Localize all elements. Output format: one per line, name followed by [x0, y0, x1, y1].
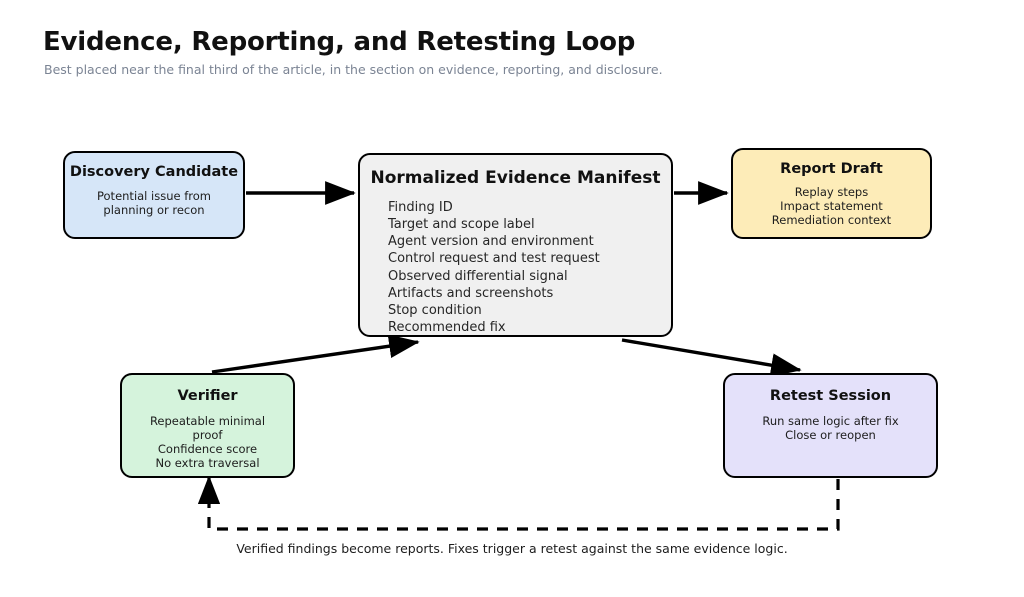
node-retest-session[interactable]: Retest Session Run same logic after fix … [723, 373, 938, 478]
node-verifier-body: Repeatable minimal proof Confidence scor… [150, 414, 265, 470]
node-retest-session-body: Run same logic after fix Close or reopen [762, 414, 898, 442]
node-line: planning or recon [103, 203, 205, 218]
node-line: Target and scope label [388, 217, 535, 233]
node-discovery-candidate-title: Discovery Candidate [69, 164, 239, 180]
diagram-caption: Verified findings become reports. Fixes … [236, 541, 788, 556]
node-line: Control request and test request [388, 251, 600, 267]
node-verifier[interactable]: Verifier Repeatable minimal proof Confid… [120, 373, 295, 478]
node-report-draft-title: Report Draft [780, 161, 883, 177]
node-report-draft-body: Replay steps Impact statement Remediatio… [772, 185, 891, 227]
node-line: Repeatable minimal [149, 414, 266, 428]
node-line: Stop condition [388, 302, 482, 318]
page-title: Evidence, Reporting, and Retesting Loop [43, 27, 636, 57]
node-line: Recommended fix [388, 320, 506, 336]
node-line: Finding ID [388, 200, 453, 215]
node-retest-session-title: Retest Session [769, 388, 892, 404]
node-report-draft[interactable]: Report Draft Replay steps Impact stateme… [731, 148, 932, 239]
node-line: Potential issue from [97, 189, 211, 203]
node-discovery-candidate[interactable]: Discovery Candidate Potential issue from… [63, 151, 245, 239]
page-subtitle: Best placed near the final third of the … [44, 62, 663, 77]
node-normalized-evidence-manifest[interactable]: Normalized Evidence Manifest Finding ID … [358, 153, 673, 337]
node-line: Replay steps [794, 185, 869, 199]
edge-manifest-to-retest [621, 338, 802, 377]
node-line: proof [192, 428, 223, 443]
node-line: Remediation context [771, 213, 892, 228]
node-line: Impact statement [780, 199, 883, 214]
edge-retest-to-verifier [207, 479, 840, 531]
node-line: Observed differential signal [388, 268, 568, 284]
node-line: No extra traversal [155, 456, 260, 471]
node-line: Agent version and environment [388, 234, 594, 250]
node-line: Confidence score [157, 442, 258, 457]
node-normalized-evidence-manifest-body: Finding ID Target and scope label Agent … [388, 199, 600, 336]
node-normalized-evidence-manifest-title: Normalized Evidence Manifest [370, 168, 661, 188]
node-discovery-candidate-body: Potential issue from planning or recon [97, 189, 211, 217]
node-line: Artifacts and screenshots [388, 285, 554, 301]
node-line: Close or reopen [785, 428, 876, 443]
edge-verifier-to-manifest [211, 334, 420, 374]
node-verifier-title: Verifier [177, 388, 238, 404]
node-line: Run same logic after fix [762, 414, 899, 428]
